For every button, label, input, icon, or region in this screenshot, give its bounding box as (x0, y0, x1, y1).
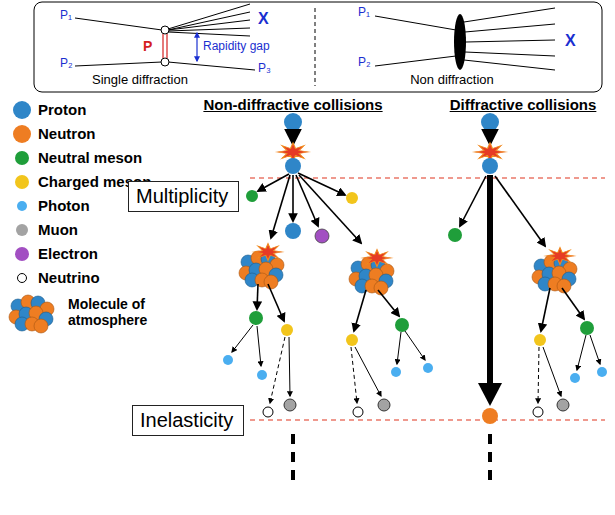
single-diffraction-graph (75, 4, 255, 70)
legend-text: Electron (38, 245, 98, 262)
particle-label: P₁ (358, 6, 370, 20)
legend-swatch (16, 224, 28, 236)
non-diffractive-shower (223, 113, 433, 480)
level-box: Multiplicity (128, 181, 239, 212)
diffractive-shower (448, 113, 607, 480)
particle-label: P₂ (60, 57, 73, 71)
level-line (250, 419, 605, 420)
non-diffraction-graph (375, 8, 555, 70)
interaction-blob (454, 14, 466, 70)
legend-text: Neutron (38, 125, 96, 142)
graph-caption: Non diffraction (410, 73, 494, 88)
level-line (250, 177, 605, 178)
legend-text: Molecule of atmosphere (68, 296, 160, 328)
level-label: Inelasticity (140, 409, 236, 432)
legend-swatch (13, 101, 31, 119)
legend-swatch (13, 125, 31, 143)
graph-caption: Single diffraction (92, 73, 188, 88)
separator (315, 8, 316, 86)
legend-text: Proton (38, 101, 86, 118)
level-box: Inelasticity (132, 405, 244, 436)
pomeron-line (162, 34, 163, 58)
legend-text: Photon (38, 197, 90, 214)
system-label: X (565, 32, 576, 50)
particle-label: P₁ (60, 9, 72, 23)
inset-frame (34, 2, 602, 92)
column-heading: Non-diffractive collisions (203, 96, 382, 113)
system-label: X (258, 10, 269, 28)
vertex (161, 58, 169, 66)
gap-arrow (196, 33, 197, 61)
legend-text: Neutral meson (38, 149, 142, 166)
gap-label: Rapidity gap (203, 40, 270, 54)
molecule-icon (9, 295, 54, 333)
particle-label: P₃ (258, 62, 271, 76)
legend-swatch (15, 175, 29, 189)
legend-swatch (15, 151, 29, 165)
particle-label: P₂ (358, 56, 371, 70)
legend-swatch (17, 201, 27, 211)
legend-swatch (17, 273, 27, 283)
level-label: Multiplicity (136, 185, 231, 208)
exchange-label: P (143, 38, 152, 54)
legend-text: Neutrino (38, 269, 100, 286)
pomeron-line (166, 34, 167, 58)
vertex (161, 26, 169, 34)
legend-swatch (15, 247, 29, 261)
legend-text: Muon (38, 221, 78, 238)
column-heading: Diffractive collisions (450, 96, 597, 113)
